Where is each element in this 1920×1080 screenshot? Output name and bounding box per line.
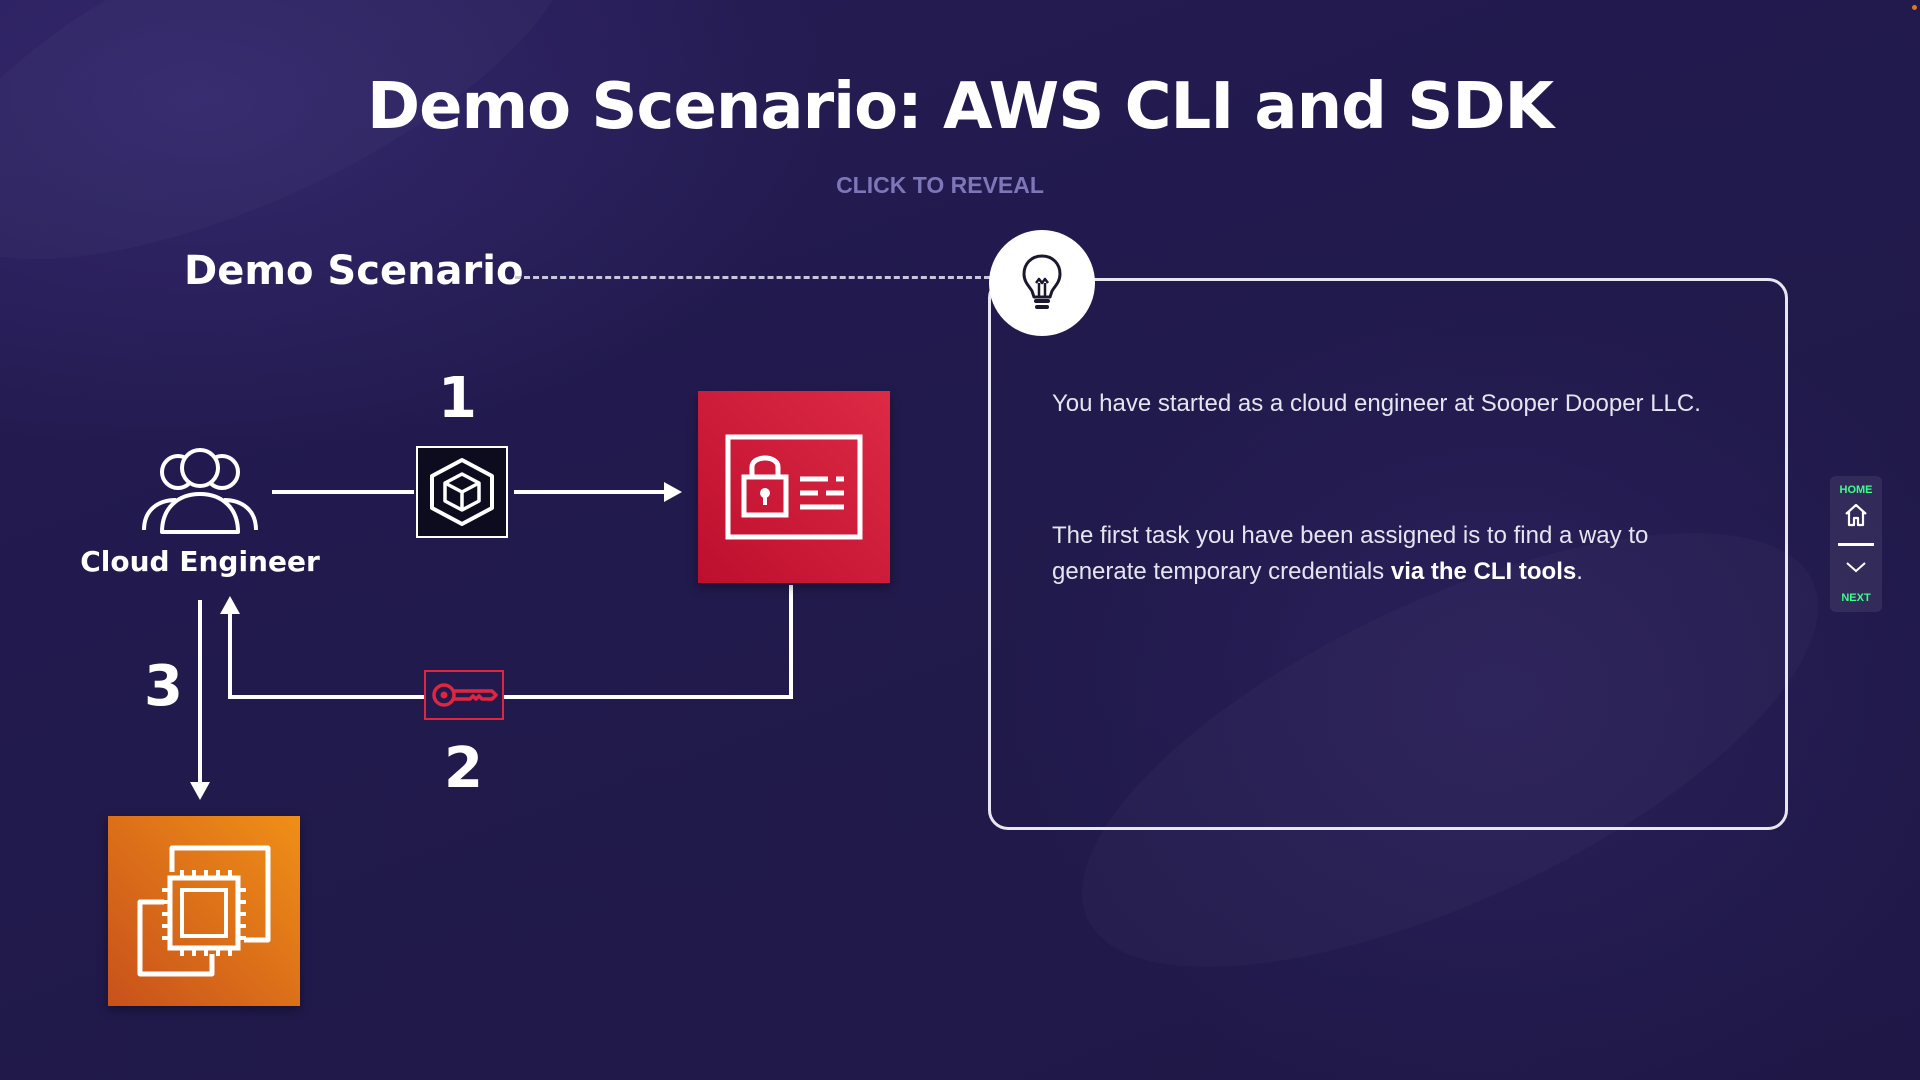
scenario-panel — [988, 278, 1788, 830]
cube-icon — [430, 458, 494, 526]
ec2-instances-icon — [137, 845, 271, 977]
nav-widget: HOME NEXT — [1830, 476, 1882, 612]
cli-sdk-node — [416, 446, 508, 538]
scenario-paragraph-2-end: . — [1576, 558, 1583, 585]
step-number-3: 3 — [144, 654, 183, 719]
iam-identity-icon — [725, 434, 863, 540]
dashed-connector-line — [515, 276, 990, 279]
arrow-iam-to-engineer — [228, 585, 793, 699]
flow-arrows — [190, 482, 793, 800]
iam-identity-tile — [698, 391, 890, 583]
cloud-engineer-label: Cloud Engineer — [80, 545, 320, 578]
ec2-instances-tile — [108, 816, 300, 1006]
arrowhead-to-ec2 — [190, 782, 210, 800]
users-icon — [142, 448, 258, 534]
lightbulb-icon — [1022, 254, 1062, 309]
scenario-paragraph-2-text: The first task you have been assigned is… — [1052, 522, 1649, 585]
arrowhead-to-engineer — [220, 596, 240, 614]
scenario-paragraph-1: You have started as a cloud engineer at … — [1052, 390, 1701, 417]
scenario-paragraph-2: The first task you have been assigned is… — [1052, 518, 1732, 590]
arrowhead-to-iam — [664, 482, 682, 502]
chevron-down-icon[interactable] — [1845, 560, 1867, 574]
corner-indicator-dot — [1912, 5, 1917, 10]
lightbulb-badge — [989, 230, 1095, 336]
page-title: Demo Scenario: AWS CLI and SDK — [366, 70, 1554, 144]
step-number-2: 2 — [444, 736, 483, 801]
temporary-credentials-node — [424, 670, 504, 720]
home-icon[interactable] — [1843, 502, 1869, 528]
nav-divider — [1838, 543, 1874, 546]
click-to-reveal-button[interactable]: CLICK TO REVEAL — [836, 172, 1044, 198]
key-icon — [432, 683, 498, 707]
nav-next-label[interactable]: NEXT — [1841, 592, 1871, 604]
nav-home-label[interactable]: HOME — [1839, 484, 1873, 496]
step-number-1: 1 — [438, 366, 477, 431]
scenario-paragraph-2-emphasis: via the CLI tools — [1390, 558, 1577, 585]
demo-scenario-label: Demo Scenario — [184, 248, 524, 294]
